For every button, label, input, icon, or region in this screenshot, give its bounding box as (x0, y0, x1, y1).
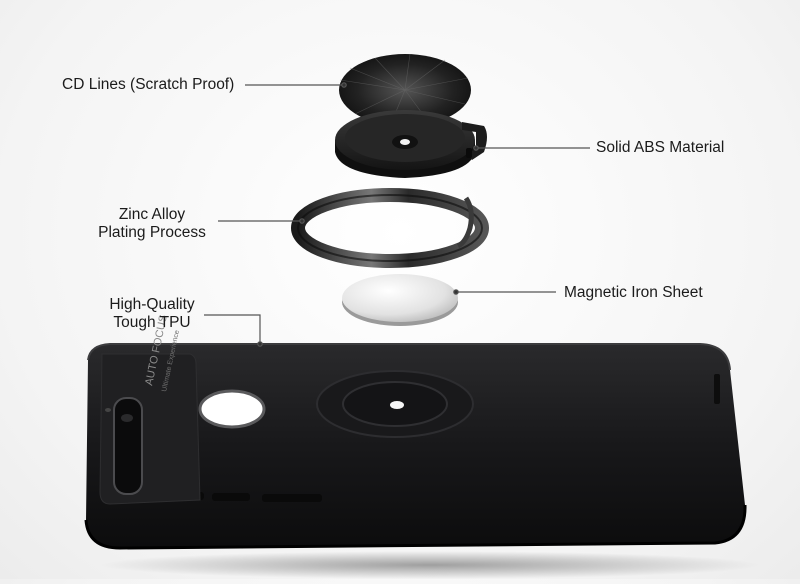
label-magnetic-iron: Magnetic Iron Sheet (564, 284, 703, 301)
label-solid-abs: Solid ABS Material (596, 139, 725, 156)
side-button (212, 493, 250, 501)
edge-button (714, 374, 720, 404)
camera-cutout (113, 397, 143, 495)
abs-base (335, 110, 487, 178)
leader-dot (473, 145, 479, 151)
label-zinc-alloy-line2: Plating Process (98, 224, 206, 241)
label-zinc-alloy-line1: Zinc Alloy (118, 206, 186, 223)
phone-case: AUTO FOCUS Ultimate Experience (84, 314, 747, 550)
floor-shadow (100, 551, 760, 579)
zinc-alloy-ring (291, 188, 489, 268)
fingerprint-cutout (198, 389, 266, 429)
label-tpu-line2: Tough TPU (113, 314, 191, 331)
label-zinc-alloy: Zinc Alloy Plating Process (92, 206, 212, 242)
magnetic-iron-sheet (342, 274, 458, 326)
leader-tpu (204, 314, 261, 344)
leader-dot (341, 82, 347, 88)
leader-lines (204, 82, 590, 347)
label-cd-lines: CD Lines (Scratch Proof) (62, 76, 235, 93)
label-tpu-line1: High-Quality (109, 296, 195, 313)
side-button (262, 494, 322, 502)
label-tpu: High-Quality Tough TPU (92, 296, 212, 332)
leader-dot (299, 218, 305, 224)
leader-dot (257, 341, 263, 347)
leader-dot (453, 289, 459, 295)
